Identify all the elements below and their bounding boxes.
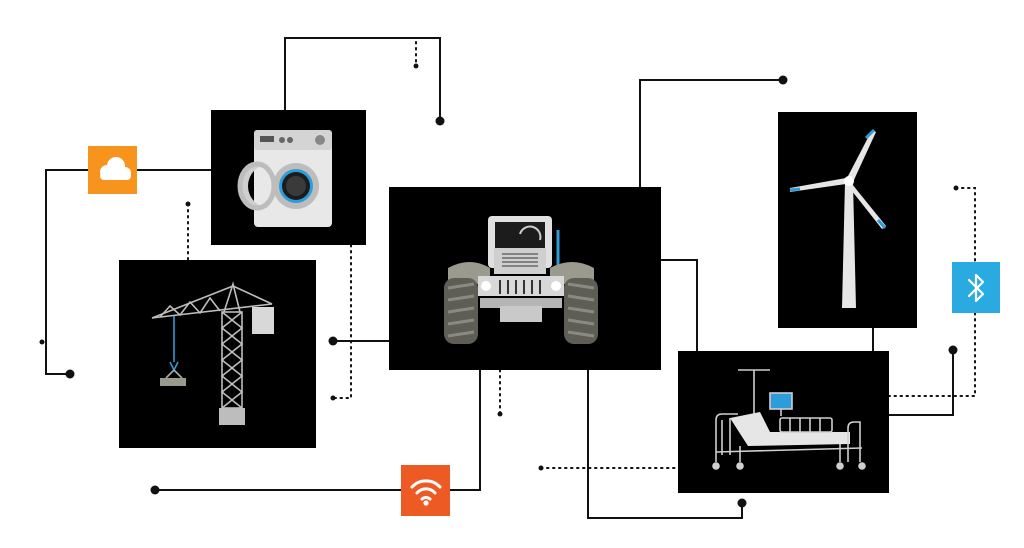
connector-tractor-top (639, 79, 783, 187)
endpoint-dot (953, 185, 959, 191)
washing-machine-node[interactable] (211, 110, 366, 245)
connector-tractor-hospital (661, 259, 698, 351)
connector-tractor-bottom (587, 370, 743, 519)
endpoint-dot (538, 465, 544, 471)
dotted-bluetooth-top (955, 187, 976, 263)
endpoint-dot (778, 75, 788, 85)
hospital-bed-icon (712, 369, 866, 470)
tower-crane-panel (119, 260, 316, 448)
endpoint-dot (737, 498, 747, 508)
wifi-badge-bg (401, 465, 450, 516)
dotted-bluetooth-bottom (888, 312, 976, 397)
washing-machine-icon (237, 130, 332, 227)
tractor-icon (444, 216, 598, 344)
endpoint-dot (497, 411, 503, 417)
wifi-icon (410, 479, 442, 501)
endpoint-dot (150, 485, 160, 495)
solid-connectors (45, 37, 954, 519)
dotted-connectors (187, 41, 976, 469)
wind-turbine-node[interactable] (778, 112, 917, 328)
wifi-icon-dot (423, 500, 429, 506)
bluetooth-icon (967, 273, 985, 303)
endpoint-dot (185, 201, 191, 207)
connector-washer-top (284, 37, 441, 120)
bluetooth-badge[interactable] (952, 262, 1000, 313)
endpoint-dot (39, 339, 45, 345)
endpoint-dot (435, 116, 445, 126)
wind-turbine-icon (789, 128, 887, 308)
cloud-badge[interactable] (88, 146, 137, 194)
endpoint-dot (65, 369, 75, 379)
cloud-icon (100, 157, 131, 180)
dotted-washer-crane (332, 244, 352, 399)
endpoint-dot (413, 63, 419, 69)
endpoint-dot (948, 345, 958, 355)
connector-endpoints (39, 63, 959, 508)
connector-hospital-bluetooth (889, 350, 954, 416)
wifi-badge[interactable] (401, 465, 450, 516)
tower-crane-icon (151, 281, 274, 425)
hospital-bed-node[interactable] (678, 351, 889, 493)
tractor-node[interactable] (389, 187, 661, 370)
endpoint-dot (330, 395, 336, 401)
connector-cloud-left (45, 169, 88, 375)
endpoint-dot (328, 336, 338, 346)
tower-crane-node[interactable] (119, 260, 316, 448)
